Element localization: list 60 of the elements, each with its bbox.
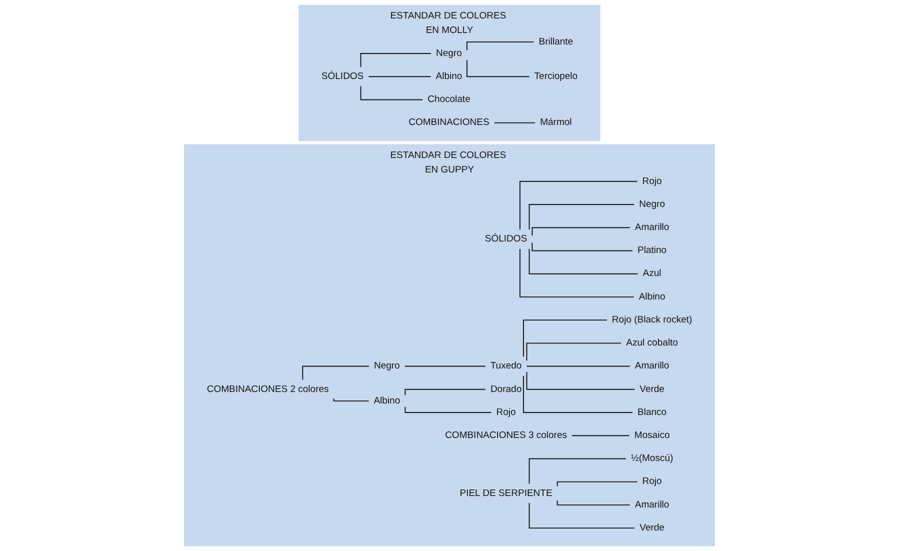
connector xyxy=(466,41,534,51)
node-text: Amarillo xyxy=(634,499,670,510)
connector xyxy=(522,320,608,358)
node-text: Amarillo xyxy=(634,360,670,372)
node-text: Albino xyxy=(374,395,400,406)
node-text: Negro xyxy=(436,48,462,58)
node-text: Rojo (Black rocket) xyxy=(612,314,692,325)
connector xyxy=(556,500,630,506)
node-text: Albino xyxy=(638,291,666,302)
connector xyxy=(532,227,630,236)
node-text: Verde xyxy=(640,384,664,394)
node-text: Negro xyxy=(639,198,665,210)
node-text: Azul xyxy=(642,268,662,279)
node-text: Chocolate xyxy=(428,94,470,105)
node-text: ½(Moscú) xyxy=(630,452,674,464)
node-text: Terciopelo xyxy=(534,70,578,82)
node-text: PIEL DE SERPIENTE xyxy=(460,488,552,498)
connector xyxy=(532,242,633,252)
node-text: Mármol xyxy=(540,116,572,128)
node-text: Azul cobalto xyxy=(626,337,678,348)
connector xyxy=(528,248,638,274)
connector xyxy=(360,86,423,100)
node-text: Tuxedo xyxy=(490,360,522,372)
connector xyxy=(494,122,536,124)
node-text: Brillante xyxy=(538,36,574,47)
node-text: SÓLIDOS xyxy=(321,70,364,82)
node-text: Albino xyxy=(436,70,462,82)
connector xyxy=(526,366,630,367)
connector xyxy=(360,53,432,68)
connector xyxy=(528,502,636,529)
connector xyxy=(404,366,486,367)
node-text: Rojo xyxy=(496,406,516,418)
connector xyxy=(528,204,635,230)
connector xyxy=(466,60,530,78)
node-text: Mosaico xyxy=(634,430,670,441)
node-text: Negro xyxy=(374,360,400,372)
connector xyxy=(526,372,636,390)
connector xyxy=(528,458,626,484)
node-text: Amarillo xyxy=(634,222,670,233)
connector xyxy=(522,375,633,413)
connector xyxy=(526,342,622,362)
node-text: Platino xyxy=(638,244,667,256)
connector xyxy=(302,366,370,380)
connector xyxy=(404,406,492,413)
node-text: COMBINACIONES 3 colores xyxy=(445,430,567,441)
node-text: Rojo xyxy=(642,476,662,487)
node-text: Dorado xyxy=(490,384,522,394)
node-text: Rojo xyxy=(642,176,662,186)
connector xyxy=(556,481,638,487)
connector xyxy=(404,388,486,396)
node-text: COMBINACIONES xyxy=(408,116,490,128)
node-text: COMBINACIONES 2 colores xyxy=(206,384,329,394)
node-text: SÓLIDOS xyxy=(484,233,528,244)
node-text: Blanco xyxy=(638,406,667,418)
connector xyxy=(368,76,432,78)
connector xyxy=(520,180,638,230)
connector xyxy=(520,248,634,298)
node-text: Verde xyxy=(640,522,664,533)
connector xyxy=(333,398,370,402)
connector xyxy=(572,435,630,436)
